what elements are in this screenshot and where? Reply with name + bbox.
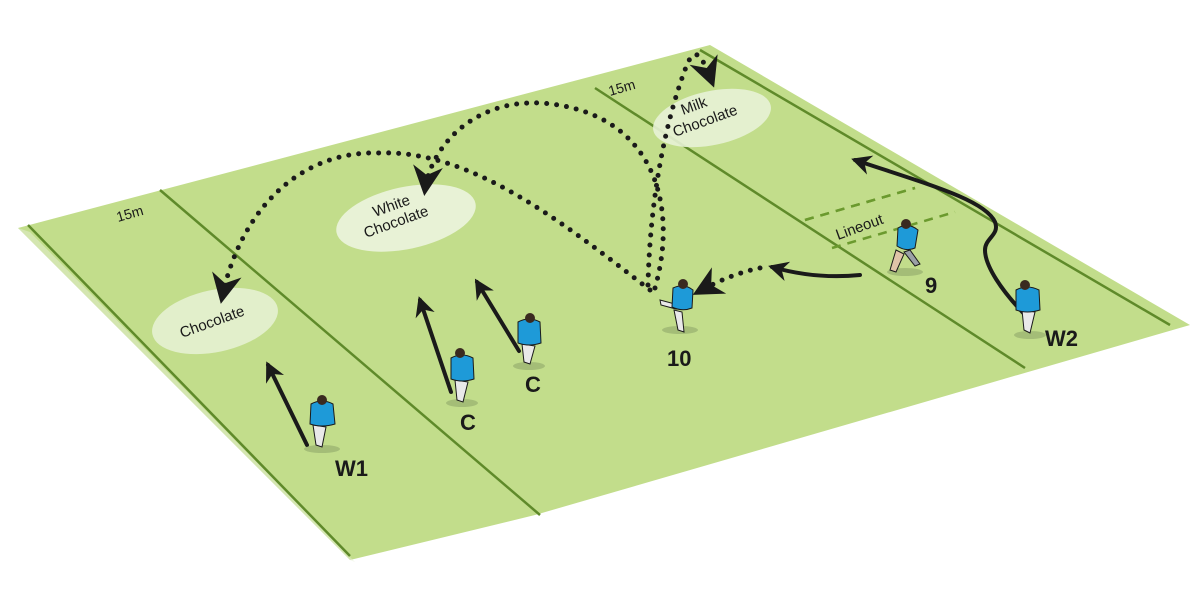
kick-paths	[212, 52, 763, 304]
run-path-c2	[474, 278, 521, 353]
run-path-nine	[768, 261, 862, 282]
kick-path-to-white-chocolate	[413, 100, 666, 291]
distance-marker-left: 15m	[114, 202, 145, 225]
player-label: W2	[1045, 326, 1078, 351]
distance-marker-right: 15m	[606, 76, 637, 99]
fifteen-metre-line-left	[159, 189, 541, 516]
kick-path-to-chocolate	[212, 150, 653, 304]
zone-milk-chocolate: Milk Chocolate	[653, 88, 771, 148]
player-w2: W2	[1014, 280, 1078, 351]
player-label: W1	[335, 456, 368, 481]
player-label: 10	[667, 346, 691, 371]
player-c2: C	[513, 313, 545, 397]
player-label: 9	[925, 273, 937, 298]
kick-path-to-milk-chocolate	[645, 52, 718, 288]
player-label: C	[525, 372, 541, 397]
player-nine: 9	[887, 219, 937, 298]
lineout-area	[804, 186, 956, 250]
player-c1: C	[446, 348, 478, 435]
zone-chocolate: Chocolate	[152, 287, 278, 355]
zone-white-chocolate: White Chocolate	[336, 184, 476, 252]
player-ten: 10	[659, 279, 698, 371]
run-path-w1	[266, 361, 309, 447]
player-label: C	[460, 410, 476, 435]
pitch-shadow-edge	[18, 228, 355, 562]
run-path-w2	[851, 155, 1032, 322]
run-paths	[266, 155, 1032, 447]
run-path-c1	[415, 296, 453, 394]
pass-path-9-to-10	[692, 265, 763, 295]
touchline-left	[27, 224, 351, 557]
player-w1: W1	[304, 395, 368, 481]
